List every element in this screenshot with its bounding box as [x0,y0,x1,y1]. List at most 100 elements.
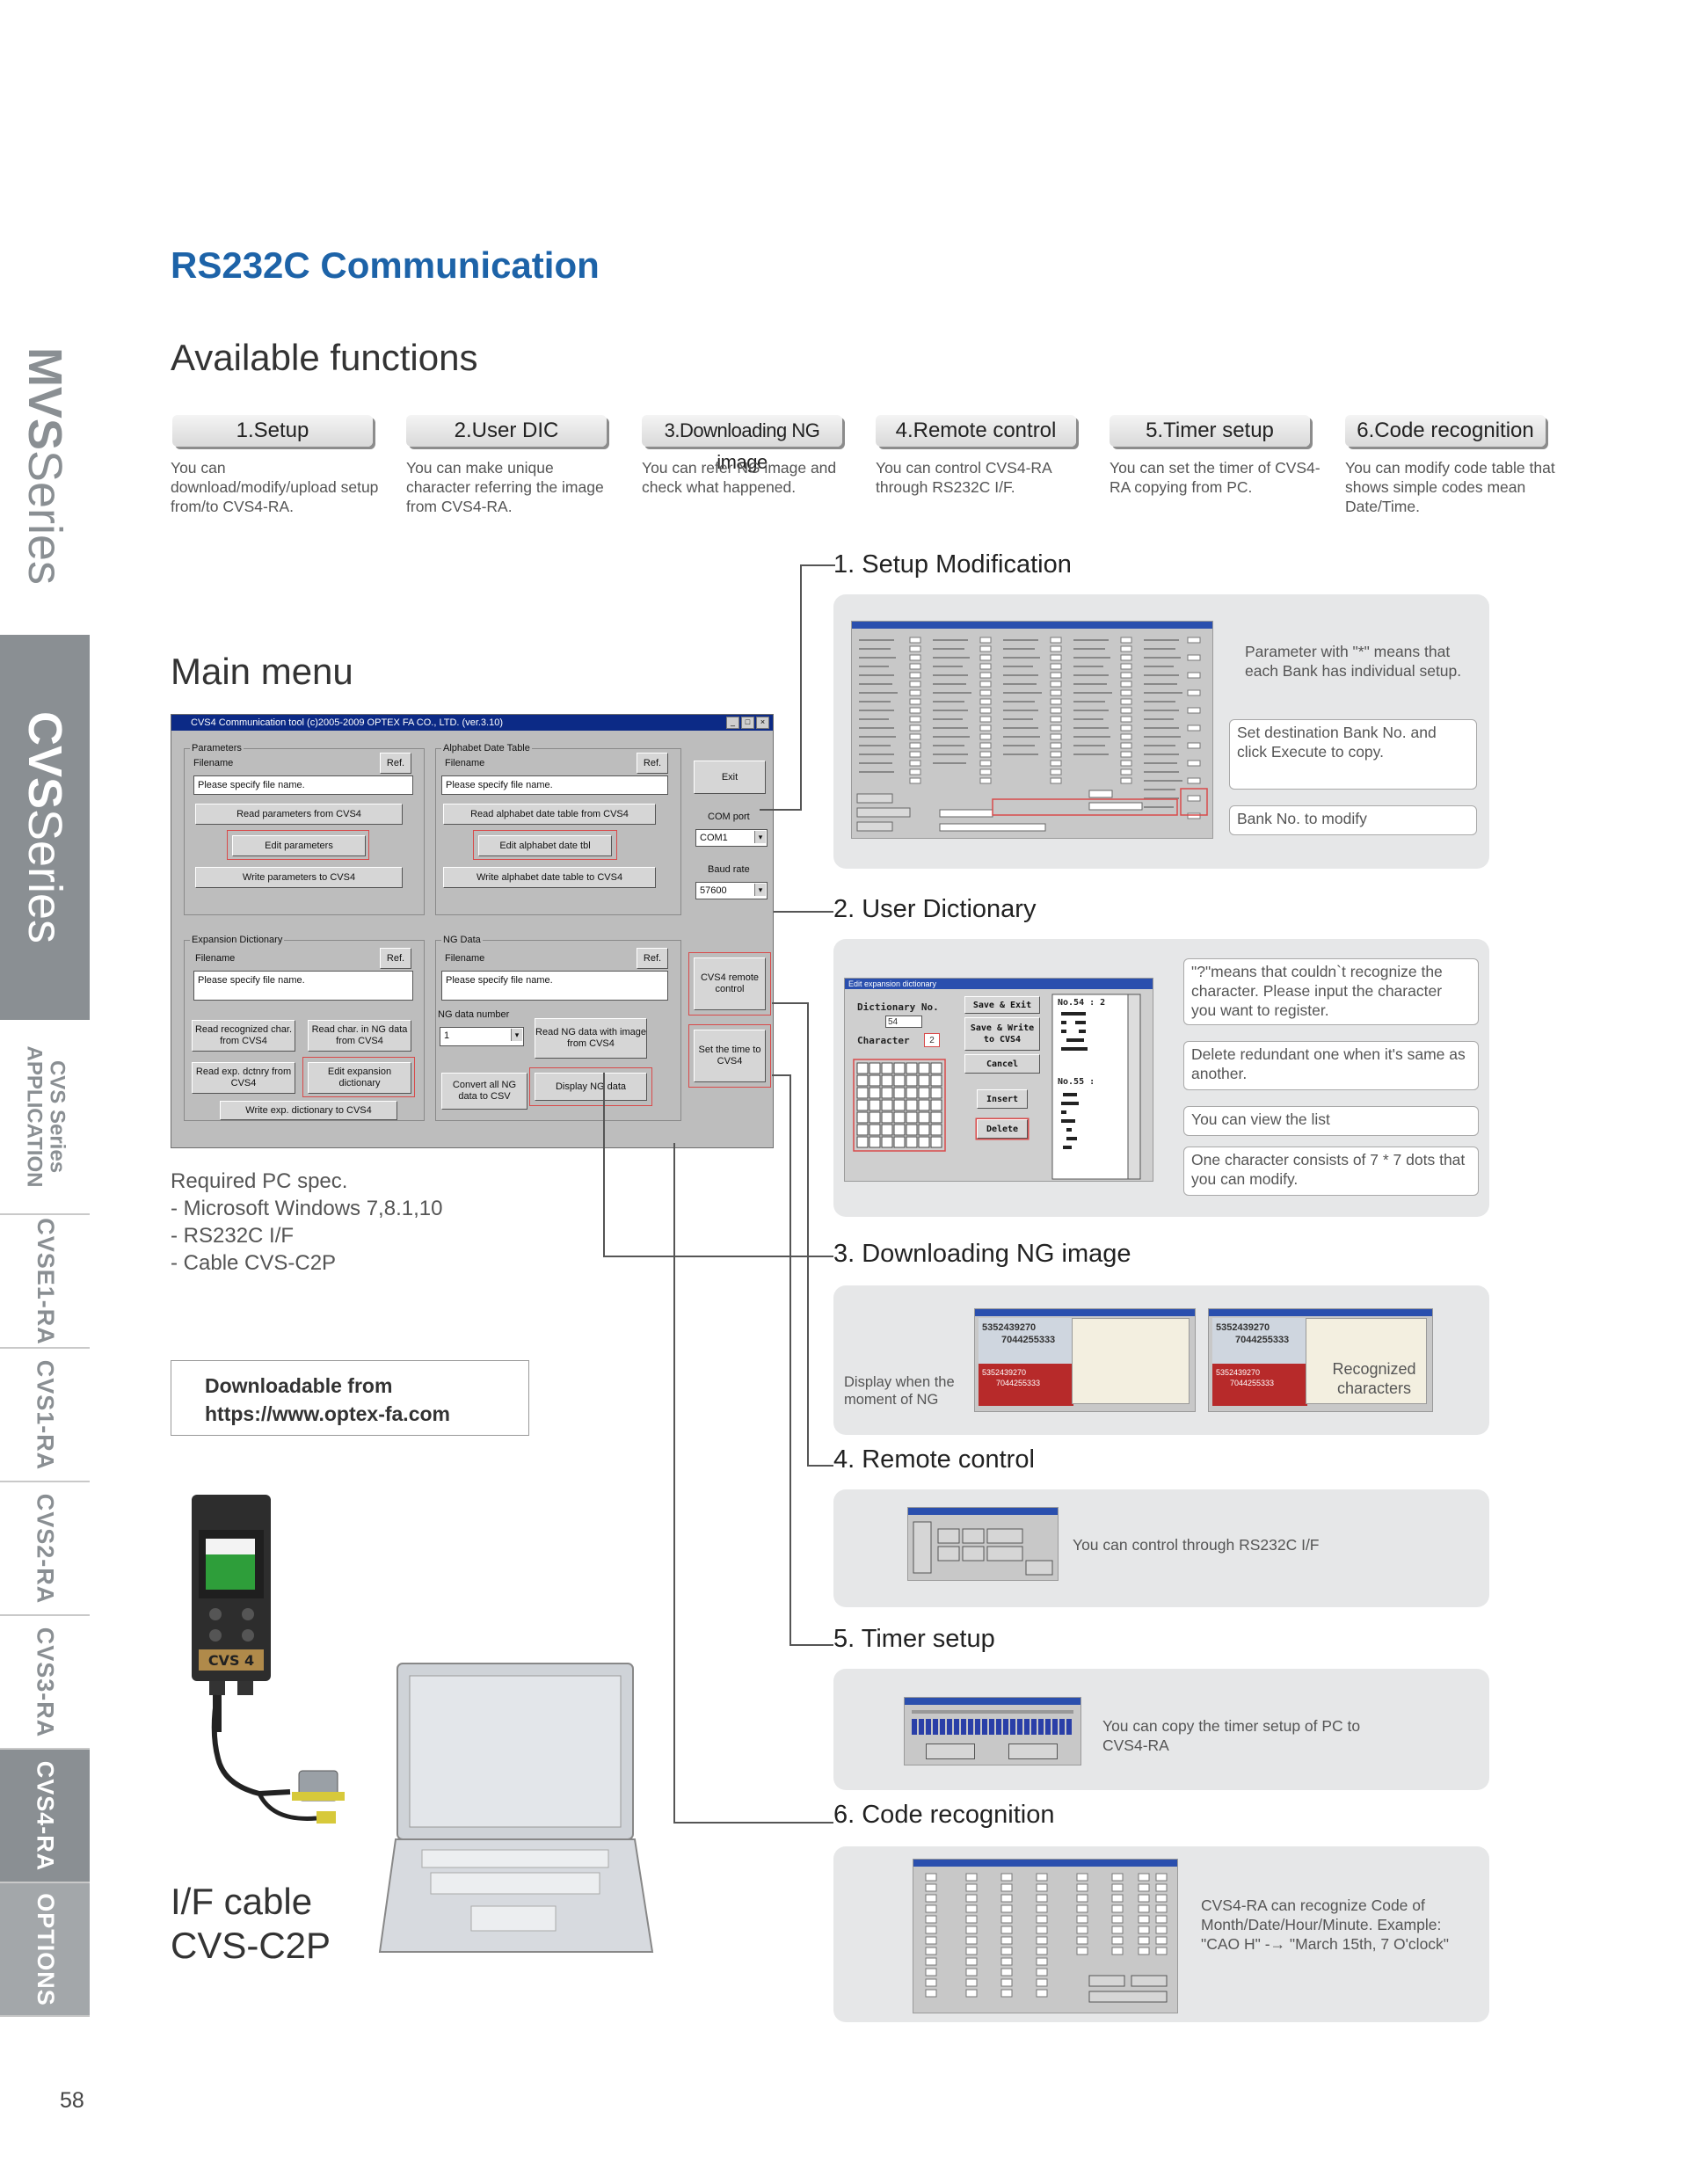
set-time-button[interactable]: Set the time to CVS4 [694,1030,766,1082]
section-remote-control-title: 4. Remote control [833,1445,1035,1474]
connector-line [673,1822,833,1824]
cable-label: I/F cable CVS-C2P [171,1881,331,1966]
remote-control-note: You can control through RS232C I/F [1073,1536,1320,1554]
download-box: Downloadable from https://www.optex-fa.c… [171,1360,529,1436]
write-exp-dictionary-button[interactable]: Write exp. dictionary to CVS4 [220,1101,397,1120]
sidebar-cvs-series: CVS Series [0,635,90,1020]
parameters-filename-field[interactable]: Please specify file name. [193,775,413,795]
download-link[interactable]: https://www.optex-fa.com [205,1402,450,1425]
connector-line [789,1074,791,1646]
edit-expansion-dictionary-button[interactable]: Edit expansion dictionary [308,1062,411,1094]
ng-data-number-select[interactable]: 1 [440,1027,524,1046]
function-remote-control-button[interactable]: 4.Remote control [876,415,1076,447]
main-menu-window: CVS4 Communication tool (c)2005-2009 OPT… [171,714,774,1148]
sidebar-tab-cvse1-ra[interactable]: CVSE1-RA [0,1215,90,1349]
edit-parameters-button[interactable]: Edit parameters [232,835,366,856]
highlight-box [688,952,771,1016]
connector-line [603,1073,605,1257]
connector-line [789,1644,833,1646]
function-user-dic-button[interactable]: 2.User DIC [406,415,607,447]
write-alphabet-button[interactable]: Write alphabet date table to CVS4 [443,867,656,888]
alphabet-ref-button[interactable]: Ref. [637,753,668,774]
remote-control-screenshot [907,1507,1059,1581]
function-code-recognition-button[interactable]: 6.Code recognition [1345,415,1546,447]
setup-callout-bank-modify: Bank No. to modify [1229,805,1477,835]
user-dictionary-screenshot: Edit expansion dictionary Dictionary No.… [844,978,1153,1182]
connector-line [800,564,835,566]
ng-filename-field[interactable]: Please specify file name. [441,971,668,1001]
com-port-select[interactable]: COM1 [695,829,768,847]
edit-alphabet-button[interactable]: Edit alphabet date tbl [478,835,612,856]
sidebar-tab-options[interactable]: OPTIONS [0,1883,90,2017]
highlight-box [688,1024,771,1088]
write-parameters-button[interactable]: Write parameters to CVS4 [195,867,403,888]
convert-ng-data-button[interactable]: Convert all NG data to CSV [441,1073,528,1110]
alphabet-filename-field[interactable]: Please specify file name. [441,775,668,795]
function-setup-button[interactable]: 1.Setup [172,415,373,447]
read-ng-data-button[interactable]: Read NG data with image from CVS4 [535,1018,647,1059]
user-dic-callout-delete: Delete redundant one when it's same as a… [1183,1041,1479,1090]
baud-rate-select[interactable]: 57600 [695,882,768,899]
save-write-button[interactable]: Save & Write to CVS4 [964,1017,1040,1051]
timer-setup-note: You can copy the timer setup of PC to CV… [1102,1717,1361,1754]
section-user-dictionary-panel: Edit expansion dictionary Dictionary No.… [833,939,1489,1217]
device-label: CVS 4 [208,1652,254,1669]
display-ng-data-button[interactable]: Display NG data [535,1073,647,1101]
exit-button[interactable]: Exit [694,761,766,794]
function-downloading-ng-desc: You can refer NG image and check what ha… [642,459,837,496]
function-downloading-ng-button[interactable]: 3.Downloading NG image [642,415,842,473]
read-alphabet-button[interactable]: Read alphabet date table from CVS4 [443,804,656,825]
sidebar-mvs-series: MVS Series [0,299,90,633]
expansion-filename-field[interactable]: Please specify file name. [193,971,413,1001]
highlight-box [302,1057,415,1097]
window-title: CVS4 Communication tool (c)2005-2009 OPT… [171,715,773,731]
expansion-ref-button[interactable]: Ref. [380,948,411,969]
connector-line [774,911,833,913]
connector-line [807,1465,833,1467]
section-code-recognition-title: 6. Code recognition [833,1801,1055,1829]
function-timer-setup-button[interactable]: 5.Timer setup [1110,415,1310,447]
cvs4-remote-control-button[interactable]: CVS4 remote control [694,957,766,1010]
sidebar-tab-cvs3-ra[interactable]: CVS3-RA [0,1616,90,1750]
read-parameters-button[interactable]: Read parameters from CVS4 [195,804,403,825]
read-exp-dictionary-button[interactable]: Read exp. dctnry from CVS4 [192,1062,295,1094]
sidebar-tab-cvs4-ra[interactable]: CVS4-RA [0,1750,90,1883]
read-recognized-char-button[interactable]: Read recognized char. from CVS4 [192,1020,295,1052]
pc-spec: Required PC spec. - Microsoft Windows 7,… [171,1169,443,1275]
ng-note-recognized: Recognized characters [1332,1360,1416,1397]
user-dic-callout-unrecognized: "?"means that couldn`t recognize the cha… [1183,958,1479,1025]
read-char-ng-button[interactable]: Read char. in NG data from CVS4 [308,1020,411,1052]
sidebar-tab-cvs1-ra[interactable]: CVS1-RA [0,1349,90,1482]
parameters-ref-button[interactable]: Ref. [380,753,411,774]
dictionary-number-select[interactable]: 54 [885,1016,922,1028]
section-remote-control-panel: You can control through RS232C I/F [833,1489,1489,1607]
highlight-box [473,830,617,860]
maximize-icon[interactable]: □ [741,717,754,729]
character-field[interactable]: 2 [924,1033,940,1047]
ng-ref-button[interactable]: Ref. [637,948,668,969]
save-exit-button[interactable]: Save & Exit [964,996,1040,1014]
section-timer-setup-panel: You can copy the timer setup of PC to CV… [833,1669,1489,1790]
cancel-button[interactable]: Cancel [964,1054,1040,1074]
close-icon[interactable]: × [756,717,769,729]
delete-button[interactable]: Delete [977,1119,1028,1139]
parameters-group: Parameters Filename Ref. Please specify … [184,743,425,915]
list-entry-54: No.54 : 2 [1058,998,1106,1008]
ng-note-display: Display when the moment of NG [844,1374,955,1408]
insert-button[interactable]: Insert [977,1089,1028,1109]
user-dic-callout-dots: One character consists of 7 * 7 dots tha… [1183,1147,1479,1196]
function-code-recognition-desc: You can modify code table that shows sim… [1345,459,1555,515]
connector-line [603,1256,833,1257]
function-timer-setup-desc: You can set the timer of CVS4-RA copying… [1110,459,1321,496]
connector-line [772,1074,791,1076]
minimize-icon[interactable]: _ [726,717,739,729]
available-functions-heading: Available functions [171,337,478,378]
section-user-dictionary-title: 2. User Dictionary [833,895,1037,923]
list-entry-55: No.55 : [1058,1077,1095,1087]
connector-line [772,1002,809,1004]
sidebar-tab-cvs2-ra[interactable]: CVS2-RA [0,1482,90,1616]
recognized-list [1306,1318,1427,1404]
